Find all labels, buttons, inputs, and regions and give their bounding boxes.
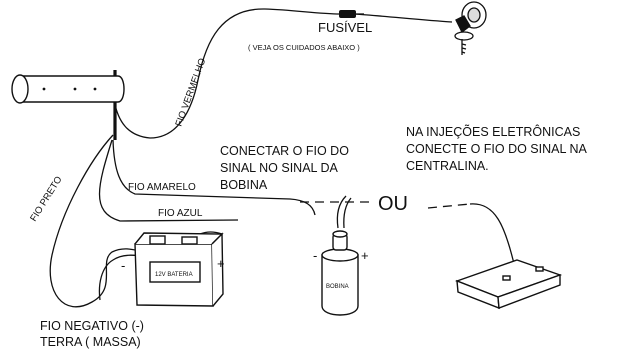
connect-text-line3: BOBINA — [220, 178, 268, 192]
negative-wire-label-line2: TERRA ( MASSA) — [40, 335, 141, 349]
black-wire-label: FIO PRETO — [28, 174, 64, 223]
negative-wire-label-line1: FIO NEGATIVO (-) — [40, 319, 144, 333]
yellow-wire — [112, 139, 316, 216]
ecu-module-icon — [454, 259, 563, 310]
red-wire — [113, 8, 341, 139]
coil-label: BOBINA — [326, 284, 349, 290]
ignition-coil-icon — [321, 230, 359, 316]
fuse-to-ignition-wire — [353, 13, 453, 23]
battery-plus-label: + — [217, 256, 225, 271]
injection-text-line3: CENTRALINA. — [406, 159, 489, 173]
injection-text-line1: NA INJEÇÕES ELETRÔNICAS — [406, 124, 580, 139]
coil-wire-top — [336, 195, 347, 229]
ecu-wire — [469, 203, 516, 269]
signal-dashed-line-2 — [427, 203, 471, 209]
black-wire — [49, 134, 151, 308]
sensor-icon — [11, 74, 125, 104]
battery-icon — [134, 232, 224, 307]
coil-plus-label: + — [361, 248, 369, 263]
connect-text-line1: CONECTAR O FIO DO — [220, 144, 349, 158]
injection-text-line2: CONECTE O FIO DO SINAL NA — [406, 142, 587, 156]
blue-wire — [98, 139, 239, 222]
coil-minus-label: - — [313, 248, 317, 263]
red-wire-label: FIO VERMELHO — [173, 57, 208, 128]
blue-wire-label: FIO AZUL — [158, 208, 203, 219]
coil-wire-top-2 — [343, 197, 352, 229]
wires — [49, 8, 516, 308]
ignition-key-icon — [454, 1, 487, 55]
yellow-wire-label: FIO AMARELO — [128, 182, 196, 193]
connect-text-line2: SINAL NO SINAL DA — [220, 161, 339, 175]
battery-minus-label: - — [121, 258, 125, 273]
battery-label: 12V BATERIA — [155, 272, 193, 278]
fuse-icon — [339, 10, 364, 18]
or-label: OU — [378, 193, 408, 215]
fuse-note: ( VEJA OS CUIDADOS ABAIXO ) — [248, 43, 360, 52]
fuse-label: FUSÍVEL — [318, 20, 372, 35]
